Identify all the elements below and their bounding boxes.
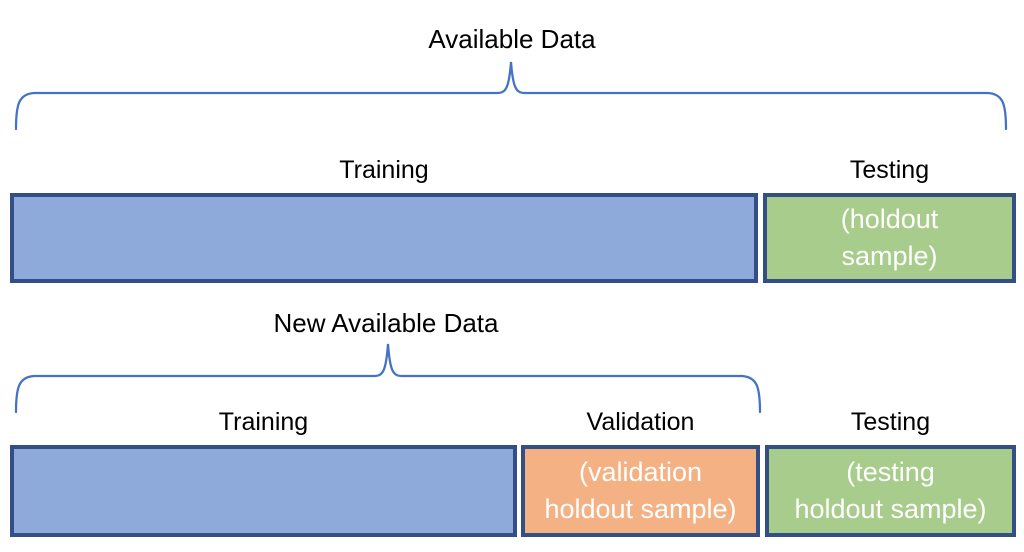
testing-holdout-text-line1: (testing xyxy=(846,457,935,487)
top-bar-testing-segment: (holdout sample) xyxy=(763,193,1016,283)
testing-holdout-text-line2: holdout sample) xyxy=(794,494,987,524)
validation-holdout-text-line1: (validation xyxy=(578,457,703,487)
available-data-label: Available Data xyxy=(428,24,596,54)
bottom-bar-training-segment xyxy=(10,445,517,537)
top-curly-brace xyxy=(14,61,1008,131)
top-curly-brace-path xyxy=(14,61,1008,131)
bottom-testing-label: Testing xyxy=(850,408,931,436)
bottom-curly-brace-path xyxy=(14,343,762,414)
bottom-bar-testing-segment: (testing holdout sample) xyxy=(765,445,1016,537)
bottom-bar-validation-segment: (validation holdout sample) xyxy=(521,445,760,537)
holdout-sample-text-line1: (holdout xyxy=(840,204,939,234)
bottom-curly-brace xyxy=(14,343,762,414)
top-bar-training-segment xyxy=(10,193,758,283)
validation-holdout-text-line2: holdout sample) xyxy=(544,494,737,524)
new-available-data-label: New Available Data xyxy=(273,308,499,338)
holdout-sample-text-line2: sample) xyxy=(841,241,938,271)
bottom-validation-label: Validation xyxy=(586,408,695,436)
bottom-training-label: Training xyxy=(218,408,309,436)
top-training-label: Training xyxy=(339,156,429,184)
top-testing-label: Testing xyxy=(849,156,930,184)
